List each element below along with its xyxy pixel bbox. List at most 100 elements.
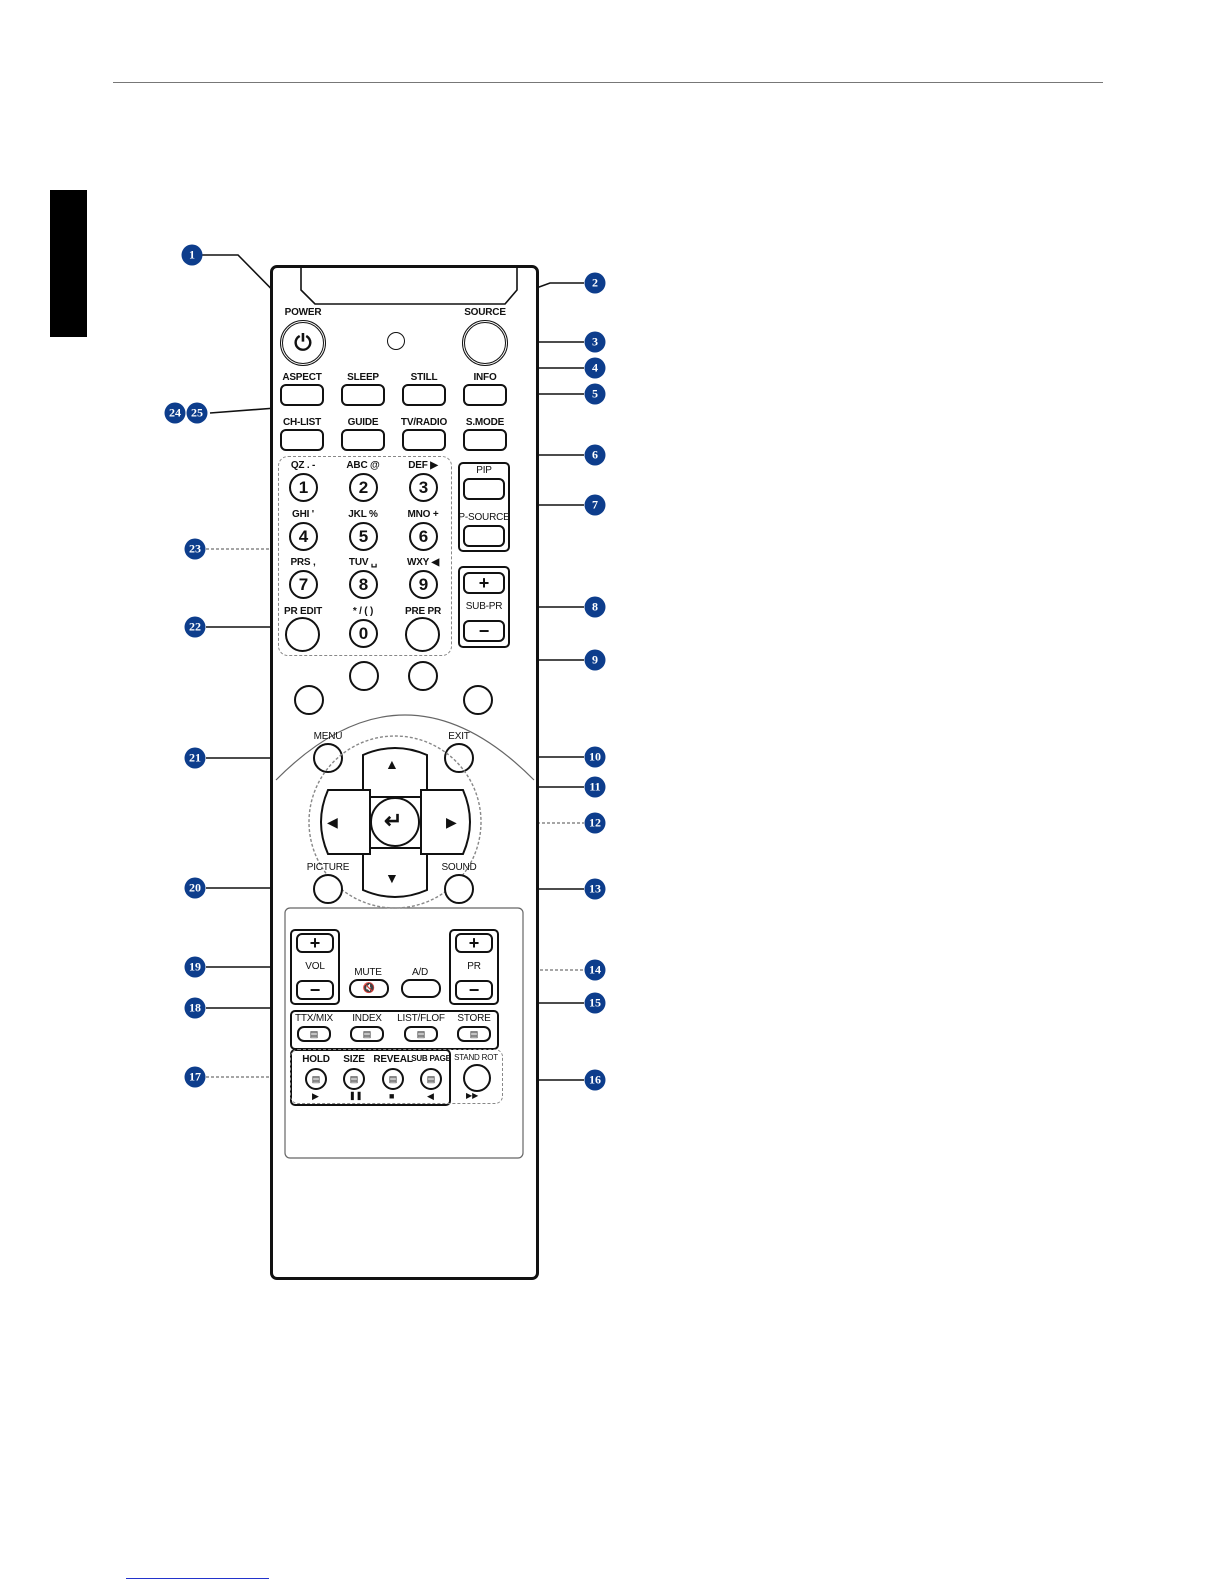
size-button[interactable]: ▤ [343,1068,365,1090]
nav-down-shape[interactable] [362,847,428,898]
program-up-button[interactable]: + [455,933,493,953]
p-source-button[interactable] [463,525,505,547]
key-6-button[interactable]: 6 [409,522,438,551]
sub-page-label: SUB PAGE [411,1054,451,1063]
pre-pr-button[interactable] [405,617,440,652]
program-group [449,929,499,1005]
callout-12: 12 [584,812,606,834]
subpage-icon: ▤ [426,1073,436,1084]
top-rule [113,82,1103,83]
indicator-led [387,332,405,350]
key-2-button[interactable]: 2 [349,473,378,502]
pip-group [458,462,510,552]
index-icon: ▤ [362,1028,372,1039]
color-button-2[interactable] [349,661,379,691]
pr-edit-label: PR EDIT [283,606,323,617]
key-2-letters: ABC @ [346,460,380,471]
callout-20: 20 [184,877,206,899]
nav-up-shape[interactable] [362,747,428,798]
s-mode-button[interactable] [463,429,507,451]
nav-right-shape[interactable] [420,789,471,855]
stand-rot-label: STAND ROT [454,1053,498,1062]
reveal-label: REVEAL [373,1054,413,1065]
nav-ok-shape[interactable] [370,797,420,847]
volume-group [290,929,340,1005]
ad-label: A/D [411,967,429,978]
key-9-button[interactable]: 9 [409,570,438,599]
teletext-media-group [290,1049,451,1106]
enter-icon: ↵ [384,808,403,833]
sub-pr-minus-button[interactable]: − [463,620,505,642]
list-flof-button[interactable]: ▤ [404,1026,438,1042]
mute-button[interactable]: 🔇 [349,979,389,998]
pre-pr-label: PRE PR [404,606,442,617]
sound-label: SOUND [441,862,477,873]
ad-button[interactable] [401,979,441,998]
up-arrow-icon: ▲ [385,756,399,772]
s-mode-label: S.MODE [465,417,505,428]
exit-button[interactable] [444,743,474,773]
ch-list-label: CH-LIST [282,417,322,428]
color-button-3[interactable] [408,661,438,691]
info-button[interactable] [463,384,507,406]
key-7-button[interactable]: 7 [289,570,318,599]
callout-10: 10 [584,746,606,768]
callout-5: 5 [584,383,606,405]
guide-button[interactable] [341,429,385,451]
key-1-letters: QZ . - [290,460,316,471]
volume-down-button[interactable]: − [296,980,334,1000]
ch-list-button[interactable] [280,429,324,451]
size-icon: ▤ [349,1073,359,1084]
hold-button[interactable]: ▤ [305,1068,327,1090]
callout-1: 1 [181,244,203,266]
hold-label: HOLD [302,1054,330,1065]
program-down-button[interactable]: − [455,980,493,1000]
key-8-button[interactable]: 8 [349,570,378,599]
callout-4: 4 [584,357,606,379]
sleep-button[interactable] [341,384,385,406]
tv-radio-button[interactable] [402,429,446,451]
key-7-letters: PRS , [290,557,316,568]
sub-page-button[interactable]: ▤ [420,1068,442,1090]
vol-label: VOL [305,961,325,972]
key-3-button[interactable]: 3 [409,473,438,502]
list-icon: ▤ [416,1028,426,1039]
source-button[interactable] [462,320,508,366]
reveal-button[interactable]: ▤ [382,1068,404,1090]
pr-edit-button[interactable] [285,617,320,652]
nav-left-shape[interactable] [320,789,371,855]
reveal-icon: ▤ [388,1073,398,1084]
callout-19: 19 [184,956,206,978]
power-button[interactable]: ⏻ [280,320,326,366]
store-button[interactable]: ▤ [457,1026,491,1042]
callout-16: 16 [584,1069,606,1091]
stand-rot-button[interactable] [463,1064,491,1092]
exit-label: EXIT [448,731,470,742]
color-button-1[interactable] [294,685,324,715]
right-arrow-icon: ▶ [446,814,457,830]
pip-button[interactable] [463,478,505,500]
power-icon: ⏻ [294,330,312,355]
picture-button[interactable] [313,874,343,904]
color-button-4[interactable] [463,685,493,715]
sub-pr-plus-button[interactable]: + [463,572,505,594]
callout-9: 9 [584,649,606,671]
source-label: SOURCE [464,307,506,318]
key-4-button[interactable]: 4 [289,522,318,551]
callout-18: 18 [184,997,206,1019]
ttx-mix-button[interactable]: ▤ [297,1026,331,1042]
key-6-letters: MNO + [407,509,439,520]
index-button[interactable]: ▤ [350,1026,384,1042]
sound-button[interactable] [444,874,474,904]
media-controls-group [290,1049,503,1104]
volume-up-button[interactable]: + [296,933,334,953]
left-arrow-icon: ◀ [327,814,338,830]
still-button[interactable] [402,384,446,406]
key-5-letters: JKL % [348,509,378,520]
key-0-button[interactable]: 0 [349,619,378,648]
callout-13: 13 [584,878,606,900]
aspect-button[interactable] [280,384,324,406]
key-5-button[interactable]: 5 [349,522,378,551]
callout-14: 14 [584,959,606,981]
key-1-button[interactable]: 1 [289,473,318,502]
